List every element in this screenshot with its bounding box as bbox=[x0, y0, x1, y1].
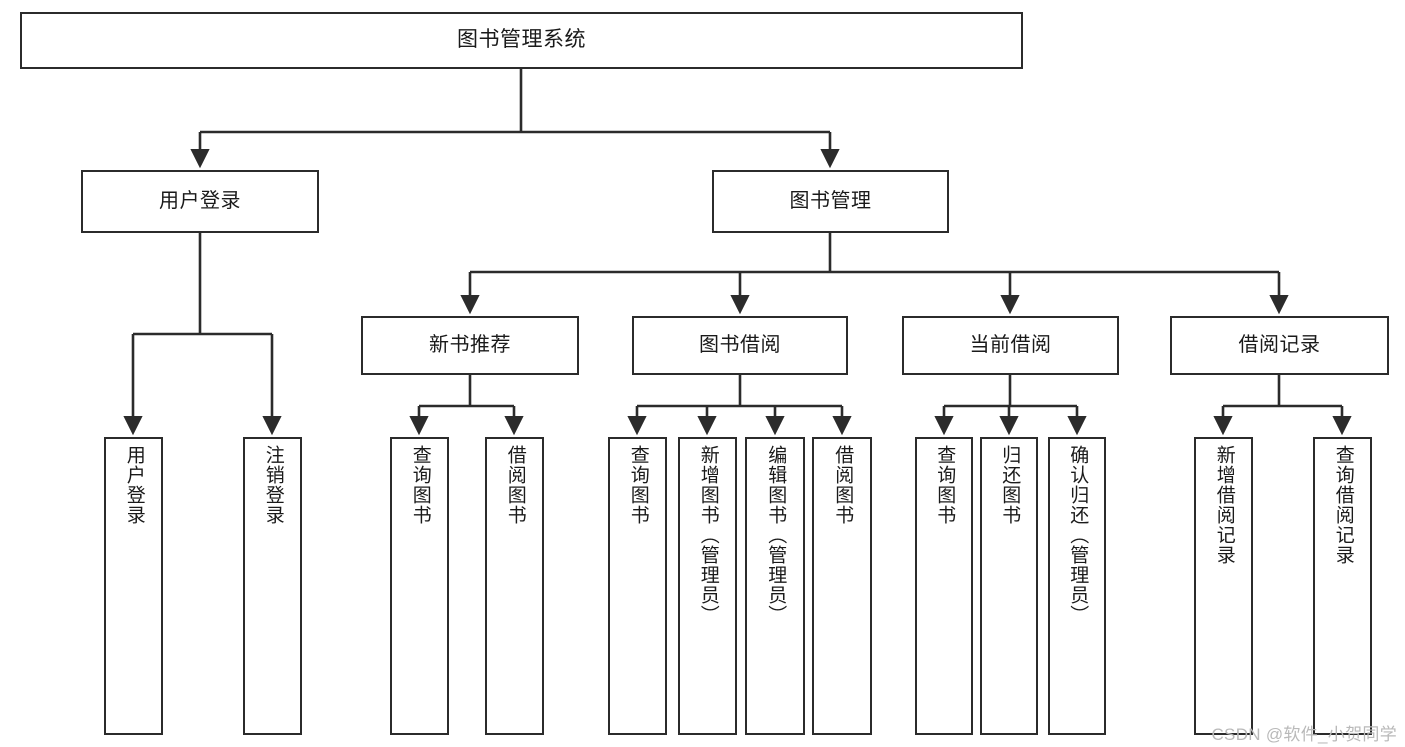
node-leaf-edit-book-label: 编辑图书（管理员） bbox=[765, 445, 787, 625]
node-leaf-query-book-cur-label: 查询图书 bbox=[934, 445, 956, 525]
node-leaf-edit-book[interactable]: 编辑图书（管理员） bbox=[745, 437, 805, 735]
node-leaf-borrow-book-rec-label: 借阅图书 bbox=[504, 445, 526, 525]
node-new-book-recommend[interactable]: 新书推荐 bbox=[361, 316, 579, 375]
node-leaf-confirm-return[interactable]: 确认归还（管理员） bbox=[1048, 437, 1106, 735]
node-root-label: 图书管理系统 bbox=[457, 28, 586, 52]
node-user-login-label: 用户登录 bbox=[159, 189, 241, 212]
node-leaf-logout-label: 注销登录 bbox=[262, 445, 284, 525]
node-leaf-add-book[interactable]: 新增图书（管理员） bbox=[678, 437, 737, 735]
node-leaf-query-book-rec[interactable]: 查询图书 bbox=[390, 437, 449, 735]
node-leaf-add-record-label: 新增借阅记录 bbox=[1213, 445, 1235, 565]
node-leaf-user-login-label: 用户登录 bbox=[123, 445, 145, 525]
node-user-login[interactable]: 用户登录 bbox=[81, 170, 319, 233]
node-book-manage-label: 图书管理 bbox=[789, 189, 872, 212]
node-root[interactable]: 图书管理系统 bbox=[20, 12, 1023, 69]
node-book-manage[interactable]: 图书管理 bbox=[712, 170, 949, 233]
node-current-borrow[interactable]: 当前借阅 bbox=[902, 316, 1119, 375]
node-leaf-logout[interactable]: 注销登录 bbox=[243, 437, 302, 735]
node-leaf-return-book[interactable]: 归还图书 bbox=[980, 437, 1038, 735]
node-leaf-query-record[interactable]: 查询借阅记录 bbox=[1313, 437, 1372, 735]
node-leaf-borrow-book[interactable]: 借阅图书 bbox=[812, 437, 872, 735]
node-leaf-query-record-label: 查询借阅记录 bbox=[1332, 445, 1354, 565]
node-book-borrow[interactable]: 图书借阅 bbox=[632, 316, 848, 375]
node-leaf-borrow-book-label: 借阅图书 bbox=[832, 445, 854, 525]
node-leaf-add-record[interactable]: 新增借阅记录 bbox=[1194, 437, 1253, 735]
node-current-borrow-label: 当前借阅 bbox=[969, 333, 1052, 356]
node-leaf-add-book-label: 新增图书（管理员） bbox=[697, 445, 719, 625]
node-leaf-return-book-label: 归还图书 bbox=[999, 445, 1021, 525]
node-new-book-recommend-label: 新书推荐 bbox=[429, 333, 511, 356]
node-book-borrow-label: 图书借阅 bbox=[699, 333, 781, 356]
node-borrow-record[interactable]: 借阅记录 bbox=[1170, 316, 1389, 375]
node-leaf-borrow-book-rec[interactable]: 借阅图书 bbox=[485, 437, 544, 735]
node-borrow-record-label: 借阅记录 bbox=[1238, 333, 1321, 356]
node-leaf-user-login[interactable]: 用户登录 bbox=[104, 437, 163, 735]
node-leaf-query-book-borrow[interactable]: 查询图书 bbox=[608, 437, 667, 735]
watermark: CSDN @软件_小贺同学 bbox=[1211, 725, 1397, 744]
node-leaf-confirm-return-label: 确认归还（管理员） bbox=[1067, 445, 1089, 625]
node-leaf-query-book-borrow-label: 查询图书 bbox=[627, 445, 649, 525]
node-leaf-query-book-rec-label: 查询图书 bbox=[409, 445, 431, 525]
node-leaf-query-book-cur[interactable]: 查询图书 bbox=[915, 437, 973, 735]
